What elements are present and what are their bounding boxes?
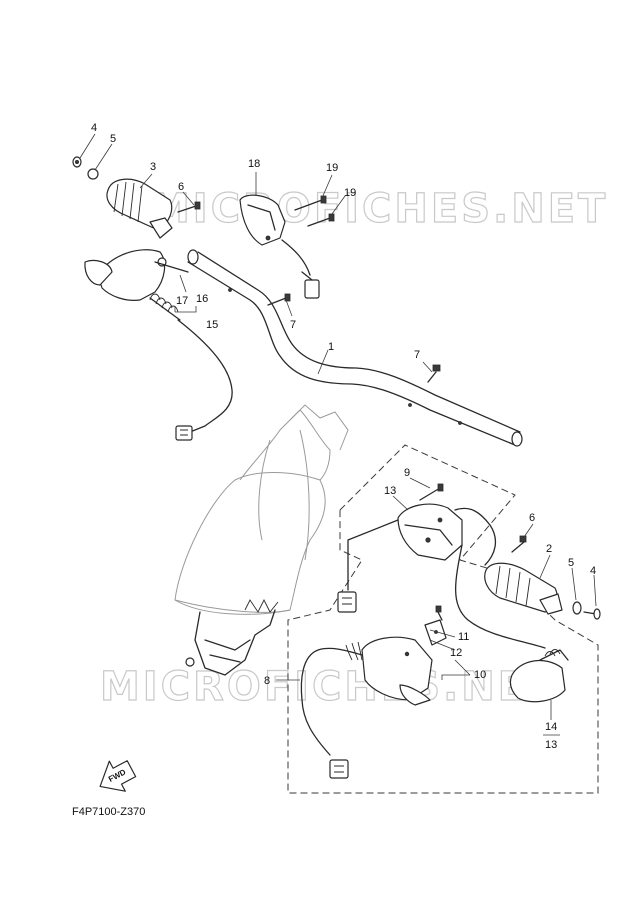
left-switch-unit [239, 194, 320, 299]
callout-8: 8 [264, 675, 270, 687]
callout-7-right: 7 [414, 349, 420, 361]
callout-13-cover: 13 [545, 739, 557, 751]
callout-3: 3 [150, 161, 156, 173]
callout-1: 1 [328, 341, 334, 353]
callout-19-lower: 19 [344, 187, 356, 199]
left-switch-screws [294, 195, 335, 227]
callout-9: 9 [404, 467, 410, 479]
right-end-cap [572, 601, 601, 620]
callout-2: 2 [546, 543, 552, 555]
callout-6-left: 6 [178, 181, 184, 193]
right-lever-housing [300, 605, 447, 779]
callout-labels: 1 2 3 4 4 5 5 6 6 7 7 8 9 10 11 12 13 13… [91, 122, 596, 751]
leader-lines [79, 133, 597, 736]
watermark-upper: MICROFICHES.NET [150, 186, 608, 232]
left-harness [175, 319, 233, 441]
left-lever-housing [84, 249, 189, 321]
callout-6-right: 6 [529, 512, 535, 524]
right-grip [484, 562, 563, 615]
callout-7-left: 7 [290, 319, 296, 331]
callout-4-right: 4 [590, 565, 596, 577]
fwd-arrow: FWD [99, 760, 137, 792]
callout-16: 16 [196, 293, 208, 305]
left-grip [106, 178, 173, 239]
handlebar-screw-left [267, 293, 291, 306]
drawing-code: F4P7100-Z370 [72, 806, 145, 818]
watermark-lower: MICROFICHES.NET [100, 664, 558, 710]
steering-column-body [174, 404, 349, 676]
callout-10: 10 [474, 669, 486, 681]
right-switch-screw [419, 483, 444, 501]
callout-11: 11 [458, 631, 469, 643]
callout-5-right: 5 [568, 557, 574, 569]
callout-13-housing: 13 [384, 485, 396, 497]
right-grip-screw [511, 535, 527, 553]
callout-18: 18 [248, 158, 260, 170]
callout-12: 12 [450, 647, 462, 659]
callout-15: 15 [206, 319, 218, 331]
right-switch-group-outline [287, 444, 599, 794]
callout-19-upper: 19 [326, 162, 338, 174]
callout-4-left: 4 [91, 122, 97, 134]
handlebar-tube [187, 249, 523, 447]
right-harness [454, 544, 546, 649]
left-end-cap [72, 156, 99, 180]
handlebar-screw-right [427, 364, 441, 383]
left-grip-screw [177, 201, 201, 213]
callout-17: 17 [176, 295, 188, 307]
right-switch-housing [337, 503, 497, 613]
callout-14: 14 [545, 721, 557, 733]
lever-cover [509, 649, 569, 703]
callout-5-left: 5 [110, 133, 116, 145]
